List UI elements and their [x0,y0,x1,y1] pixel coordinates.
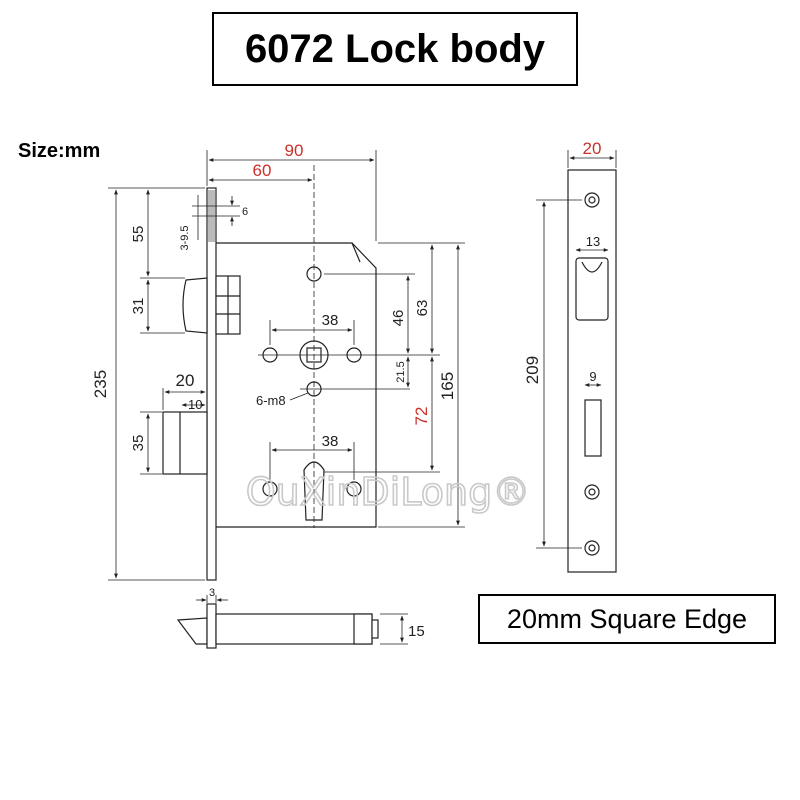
latch-slot [575,257,609,321]
bottom-view [176,603,379,649]
latch-bevel [176,617,208,645]
dim-spindle-holes: 38 [322,312,339,329]
dim-faceplate-width: 20 [583,139,602,158]
cylinder-hole-left [262,481,278,497]
edge-label: 20mm Square Edge [478,594,776,644]
dim-spindle-to-top: 63 [414,300,431,317]
dim-latch-tip: 3-9.5 [179,225,191,250]
dim-latch-offset: 55 [130,226,147,243]
dim-latch-slot: 13 [586,234,600,249]
bottom-dimensions [196,595,408,645]
dim-faceplate-thickness: 3 [209,587,215,599]
faceplate [206,187,217,581]
dim-deadbolt-throw: 20 [176,371,195,390]
side-screw-mid [584,484,600,500]
faceplate-side [567,169,617,573]
latch-bolt [182,277,208,334]
dim-centre-distance: 72 [412,407,431,426]
side-view [567,169,617,573]
dim-hole-spacing: 209 [523,356,542,384]
dim-height-total: 235 [91,370,110,398]
watermark: OuXinDiLong® [246,470,530,514]
side-dimension-labels: 20 209 13 9 [523,139,601,384]
dim-spindle-to-upper: 46 [390,310,407,327]
front-view [162,165,440,581]
dim-case-height: 165 [438,372,457,400]
side-dimensions [536,150,617,549]
lock-case [216,242,377,528]
dim-spindle-to-screw: 21.5 [395,361,407,382]
cylinder-hole-right [346,481,362,497]
side-screw-top [584,192,600,208]
bolt-body-bottom [215,613,373,645]
front-dimension-labels: 90 60 235 55 3-9.5 6 31 38 46 63 21.5 6-… [91,141,457,451]
dim-bolt-thickness: 15 [408,623,425,640]
unit-label: Size:mm [18,140,101,162]
dim-screw-holes: 6-m8 [256,393,286,408]
faceplate-bottom [206,603,217,649]
dim-cylinder-holes: 38 [322,433,339,450]
front-dimensions [108,150,465,581]
diagram-title: 6072 Lock body [212,12,578,86]
bolt-slot [584,399,602,457]
case-notch [351,242,361,263]
deadbolt [162,411,208,475]
dim-latch-height: 31 [130,298,147,315]
side-screw-bottom [584,540,600,556]
dim-backset: 60 [253,161,272,180]
dim-latch-gap: 6 [242,206,248,218]
dim-deadbolt-height: 35 [130,435,147,452]
bottom-dimension-labels: 3 15 [209,587,425,640]
dim-deadbolt-inset: 10 [188,397,202,412]
dim-bolt-slot: 9 [589,369,596,384]
dim-width-total: 90 [285,141,304,160]
